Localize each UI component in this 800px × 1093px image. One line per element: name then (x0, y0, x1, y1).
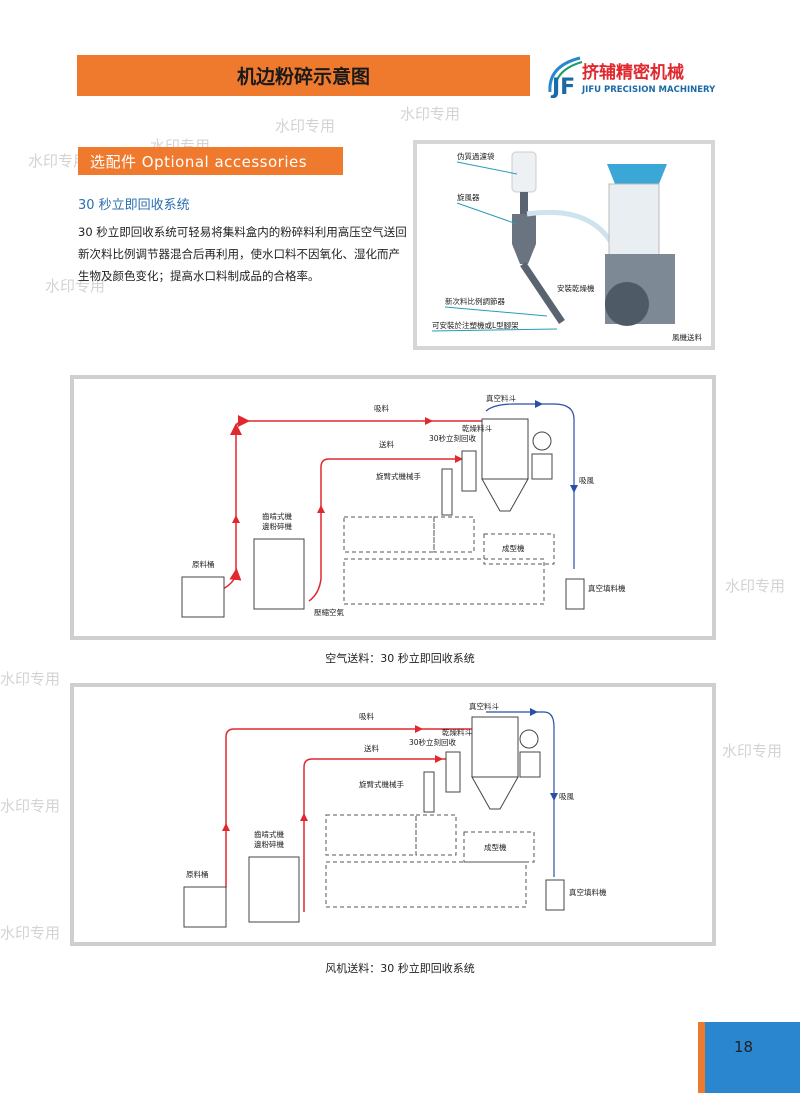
svg-text:乾燥料斗: 乾燥料斗 (442, 727, 472, 737)
description-paragraph: 30 秒立即回收系统可轻易将集料盒内的粉碎料利用高压空气送回新次料比例调节器混合… (78, 225, 407, 283)
svg-text:送料: 送料 (379, 439, 394, 449)
watermark: 水印专用 (45, 277, 106, 295)
svg-text:旋臂式機械手: 旋臂式機械手 (359, 779, 404, 789)
svg-text:JF: JF (550, 75, 575, 98)
watermark: 水印专用 (400, 105, 461, 123)
svg-text:真空填料機: 真空填料機 (569, 887, 607, 897)
svg-text:30秒立刻回收: 30秒立刻回收 (409, 737, 457, 747)
svg-text:送料: 送料 (364, 743, 379, 753)
svg-text:JIFU PRECISION MACHINERY: JIFU PRECISION MACHINERY (581, 85, 716, 95)
section-subtitle: 30 秒立即回收系统 (78, 198, 190, 213)
svg-text:旋風器: 旋風器 (457, 192, 480, 202)
watermark: 水印专用 (275, 117, 336, 135)
fan-feed-diagram: 吸料 真空料斗 乾燥料斗 30秒立刻回收 送料 旋臂式機械手 吸風 齒啃式機 邊… (70, 683, 716, 946)
svg-text:齒啃式機: 齒啃式機 (262, 511, 292, 521)
svg-text:真空料斗: 真空料斗 (469, 701, 499, 711)
svg-text:旋臂式機械手: 旋臂式機械手 (376, 471, 421, 481)
diagram1-caption: 空气送料：30 秒立即回收系统 (325, 652, 475, 665)
svg-text:真空料斗: 真空料斗 (486, 393, 516, 403)
accessory-photo: 伪質過濾袋 旋風器 安裝乾燥機 新次料比例調節器 可安裝於注塑機或L型腳架 風機… (413, 140, 715, 350)
accent-stripe (698, 1022, 705, 1093)
svg-text:真空填料機: 真空填料機 (588, 583, 626, 593)
svg-text:原料桶: 原料桶 (192, 559, 215, 569)
svg-text:吸料: 吸料 (359, 711, 374, 721)
watermark: 水印专用 (0, 797, 61, 815)
svg-text:邊粉碎機: 邊粉碎機 (262, 521, 292, 531)
svg-text:挤辅精密机械: 挤辅精密机械 (582, 62, 684, 83)
page-number-box: 18 (698, 1022, 800, 1093)
watermark: 水印专用 (28, 152, 89, 170)
svg-text:乾燥料斗: 乾燥料斗 (462, 423, 492, 433)
air-feed-diagram: 吸料 真空料斗 乾燥料斗 30秒立刻回收 送料 旋臂式機械手 吸風 齒啃式機 邊… (70, 375, 716, 640)
watermark: 水印专用 (722, 742, 783, 760)
svg-text:壓縮空氣: 壓縮空氣 (314, 607, 344, 617)
optional-accessories-label: 选配件 Optional accessories (78, 147, 343, 175)
svg-text:吸風: 吸風 (559, 792, 574, 801)
svg-text:安裝乾燥機: 安裝乾燥機 (557, 283, 595, 293)
watermark: 水印专用 (0, 924, 61, 942)
svg-text:吸風: 吸風 (579, 476, 594, 485)
page-title: 机边粉碎示意图 (77, 55, 530, 96)
svg-text:風機送料: 風機送料 (672, 332, 702, 342)
watermark: 水印专用 (725, 577, 786, 595)
svg-text:可安裝於注塑機或L型腳架: 可安裝於注塑機或L型腳架 (432, 320, 519, 330)
page-number: 18 (734, 1038, 754, 1056)
svg-text:原料桶: 原料桶 (186, 869, 209, 879)
svg-text:齒啃式機: 齒啃式機 (254, 829, 284, 839)
svg-text:成型機: 成型機 (502, 543, 525, 553)
svg-text:成型機: 成型機 (484, 842, 507, 852)
watermark: 水印专用 (0, 670, 61, 688)
company-logo: JF 挤辅精密机械 JIFU PRECISION MACHINERY (540, 54, 725, 100)
svg-text:邊粉碎機: 邊粉碎機 (254, 839, 284, 849)
svg-text:30秒立刻回收: 30秒立刻回收 (429, 433, 477, 443)
svg-text:新次料比例調節器: 新次料比例調節器 (445, 296, 505, 306)
svg-text:伪質過濾袋: 伪質過濾袋 (457, 151, 495, 161)
svg-text:吸料: 吸料 (374, 403, 389, 413)
diagram2-caption: 风机送料：30 秒立即回收系统 (325, 962, 475, 975)
